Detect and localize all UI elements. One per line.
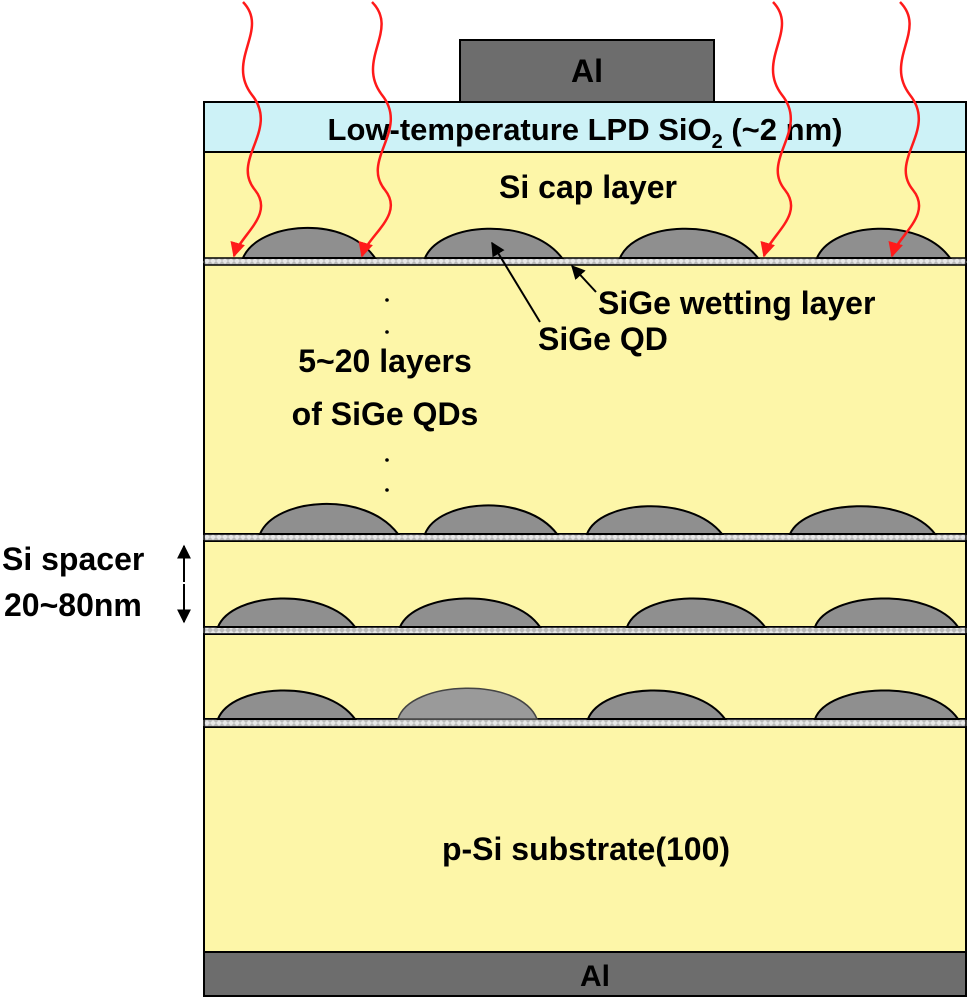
sige-quantum-dot: [625, 597, 767, 628]
ellipsis-dot: [385, 330, 389, 334]
si-cap-label: Si cap layer: [499, 169, 677, 205]
ellipsis-dot: [385, 298, 389, 302]
light-ray-arrow: [358, 1, 393, 258]
stack-label-line2: of SiGe QDs: [292, 396, 479, 432]
sige-quantum-dot: [586, 689, 727, 720]
ellipsis-dot: [385, 488, 389, 492]
wetting-layer-label: SiGe wetting layer: [598, 285, 875, 321]
sige-quantum-dot: [618, 227, 761, 259]
qd-label: SiGe QD: [538, 321, 668, 357]
oxide-label: Low-temperature LPD SiO2 (~2 nm): [328, 112, 843, 153]
sige-quantum-dot: [815, 227, 952, 259]
sige-quantum-dot: [813, 597, 960, 628]
sige-quantum-dot: [423, 504, 560, 535]
sige-wetting-layer: [203, 257, 967, 266]
bottom-al-label: Al: [580, 960, 610, 993]
ellipsis-dot: [385, 458, 389, 462]
stack-region: [203, 263, 967, 535]
sige-quantum-dot: [398, 597, 542, 628]
sige-wetting-layer: [203, 718, 967, 728]
qd-pointer-arrow: [491, 241, 541, 323]
p-si-substrate: [203, 726, 967, 953]
sige-quantum-dot: [813, 689, 960, 720]
stack-label-line1: 5~20 layers: [298, 343, 472, 379]
sige-quantum-dot: [396, 687, 539, 720]
top-al-label: Al: [571, 53, 603, 89]
light-ray-arrow: [230, 1, 263, 258]
light-ray-arrow: [888, 1, 921, 258]
sige-quantum-dot: [216, 597, 357, 628]
spacer-label-line2: 20~80nm: [4, 587, 142, 623]
sige-quantum-dot: [216, 689, 357, 720]
sige-quantum-dot: [585, 505, 725, 535]
wetting-pointer-arrow: [571, 264, 597, 293]
bottom-al-contact: [203, 951, 967, 997]
sige-quantum-dot: [788, 505, 938, 535]
sige-wetting-layer: [203, 626, 967, 635]
substrate-label: p-Si substrate(100): [442, 831, 730, 867]
sige-quantum-dot: [258, 503, 401, 535]
sige-wetting-layer: [203, 533, 967, 542]
lpd-sio2-layer: [203, 101, 967, 153]
light-ray-arrow: [760, 1, 793, 258]
top-al-contact: [459, 39, 715, 103]
spacer-label-line1: Si spacer: [2, 541, 144, 577]
